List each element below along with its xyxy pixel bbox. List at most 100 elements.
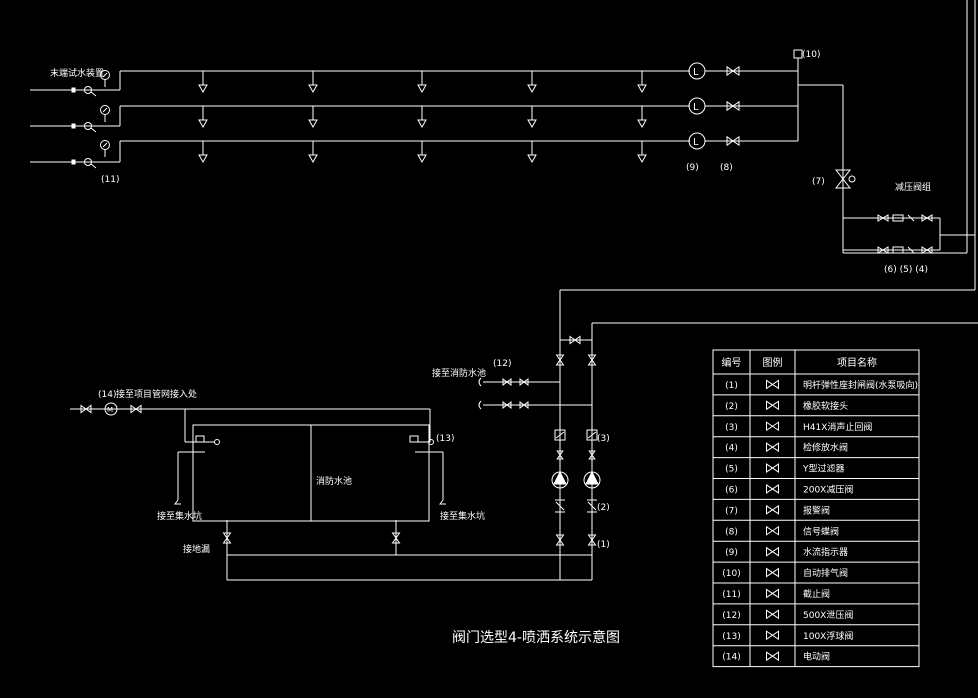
callout-13: (13) <box>436 434 454 444</box>
pressure-gauge-icon <box>766 588 779 599</box>
legend-row-name: 检修放水阀 <box>803 442 848 454</box>
sprinkler-head-icon <box>417 71 427 94</box>
air-release-valve-icon <box>766 567 779 578</box>
callout-8: (8) <box>720 163 733 173</box>
legend-row-no: (2) <box>725 402 738 412</box>
legend-row-no: (4) <box>725 444 738 454</box>
silent-check-valve-icon <box>766 421 779 432</box>
legend-row-name: 电动阀 <box>803 651 830 663</box>
label-end-test: 末端试水装置 <box>50 67 104 79</box>
sprinkler-head-icon <box>308 71 318 94</box>
legend-table: 编号图例项目名称(1)明杆弹性座封闸阀(水泵吸向)(2)橡胶软接头(3)H41X… <box>712 349 920 668</box>
pressure-gauge-icon <box>100 140 110 157</box>
legend-row-no: (10) <box>722 569 740 579</box>
callout-14: (14) <box>98 390 116 400</box>
butterfly-valve-icon <box>766 379 779 390</box>
svg-text:L: L <box>693 137 699 148</box>
sprinkler-head-icon <box>198 141 208 164</box>
legend-row-no: (7) <box>725 506 738 516</box>
flexible-joint-icon <box>587 499 597 513</box>
float-valve-icon <box>195 435 220 445</box>
air-release-valve-icon <box>793 49 803 64</box>
y-strainer-icon <box>766 463 779 473</box>
svg-text:L: L <box>693 102 699 113</box>
flexible-joint-icon <box>555 499 565 513</box>
alarm-valve-icon <box>766 504 779 515</box>
sprinkler-head-icon <box>308 141 318 164</box>
pressure-reducing-valve-icon <box>877 246 933 254</box>
legend-row-no: (3) <box>725 423 738 433</box>
gate-valve-icon <box>588 450 596 460</box>
flow-indicator-icon: L <box>688 97 706 115</box>
sprinkler-head-icon <box>527 71 537 94</box>
sprinkler-head-icon <box>417 141 427 164</box>
flow-indicator-icon: L <box>688 62 706 80</box>
svg-text:L: L <box>693 67 699 78</box>
pressure-reducing-valve-icon <box>766 484 779 494</box>
legend-row-name: 截止阀 <box>803 588 830 600</box>
callout-654: (6) (5) (4) <box>884 265 928 275</box>
legend-row-name: 500X泄压阀 <box>803 609 853 621</box>
test-valve-icon <box>71 122 97 133</box>
legend-row-no: (9) <box>725 548 738 558</box>
pressure-reducing-valve-icon <box>877 214 933 222</box>
label-prv-group: 减压阀组 <box>895 181 931 193</box>
legend-row-name: 自动排气阀 <box>803 567 848 579</box>
pump-icon <box>583 470 601 489</box>
legend-row-no: (12) <box>722 611 740 621</box>
svg-text:M: M <box>107 406 113 414</box>
callout-2: (2) <box>597 503 610 513</box>
legend-border <box>712 349 920 668</box>
legend-row-no: (6) <box>725 486 738 496</box>
callout-9: (9) <box>686 163 699 173</box>
relief-valve-icon <box>478 400 529 410</box>
callout-10: (10) <box>802 50 820 60</box>
callout-12: (12) <box>493 359 511 369</box>
gate-valve-icon <box>587 354 597 366</box>
pressure-gauge-icon <box>100 105 110 122</box>
legend-header-name: 项目名称 <box>837 356 877 369</box>
gate-valve-icon <box>556 450 564 460</box>
legend-row-name: 100X浮球阀 <box>803 630 853 642</box>
gate-valve-icon <box>391 532 401 544</box>
motor-valve-icon <box>766 651 779 662</box>
legend-row-name: 橡胶软接头 <box>803 400 848 412</box>
gate-valve-icon <box>80 404 92 414</box>
callout-3: (3) <box>597 434 610 444</box>
flow-indicator-icon <box>766 546 779 557</box>
motor-valve-icon: M <box>104 402 118 416</box>
sprinkler-head-icon <box>198 71 208 94</box>
legend-row-name: Y型过滤器 <box>802 463 845 475</box>
pressure-gauge-icon <box>100 70 110 87</box>
callout-7: (7) <box>812 177 825 187</box>
silent-check-valve-icon <box>554 429 566 441</box>
test-valve-icon <box>71 86 97 97</box>
gate-valve-icon <box>555 354 565 366</box>
float-valve-icon <box>409 435 434 445</box>
sprinkler-head-icon <box>637 141 647 164</box>
pipe-fittings: L L L M <box>71 49 933 546</box>
butterfly-valve-icon <box>555 534 565 546</box>
relief-valve-icon <box>478 377 529 387</box>
relief-valve-icon <box>766 609 779 620</box>
label-to-fire-pool: 接至消防水池 <box>432 367 486 379</box>
legend-header-no: 编号 <box>722 356 742 369</box>
silent-check-valve-icon <box>586 429 598 441</box>
test-valve-icon <box>766 442 779 453</box>
legend-row-no: (14) <box>722 653 740 663</box>
label-to-pit-right: 接至集水坑 <box>440 510 485 522</box>
callout-11: (11) <box>101 175 119 185</box>
legend-row-name: 报警阀 <box>803 504 830 516</box>
float-valve-icon <box>766 630 779 641</box>
legend-row-no: (11) <box>722 590 740 600</box>
legend-row-no: (1) <box>725 381 738 391</box>
label-drain: 接地漏 <box>183 543 210 555</box>
label-to-project: 接至项目管网接入处 <box>116 388 197 400</box>
legend-header-icon: 图例 <box>763 356 783 369</box>
flexible-joint-icon <box>766 400 779 411</box>
legend-row-name: 明杆弹性座封闸阀(水泵吸向) <box>803 379 918 391</box>
gate-valve-icon <box>130 404 142 414</box>
diagram-title: 阀门选型4-喷洒系统示意图 <box>452 629 620 646</box>
legend-row-no: (13) <box>722 632 740 642</box>
